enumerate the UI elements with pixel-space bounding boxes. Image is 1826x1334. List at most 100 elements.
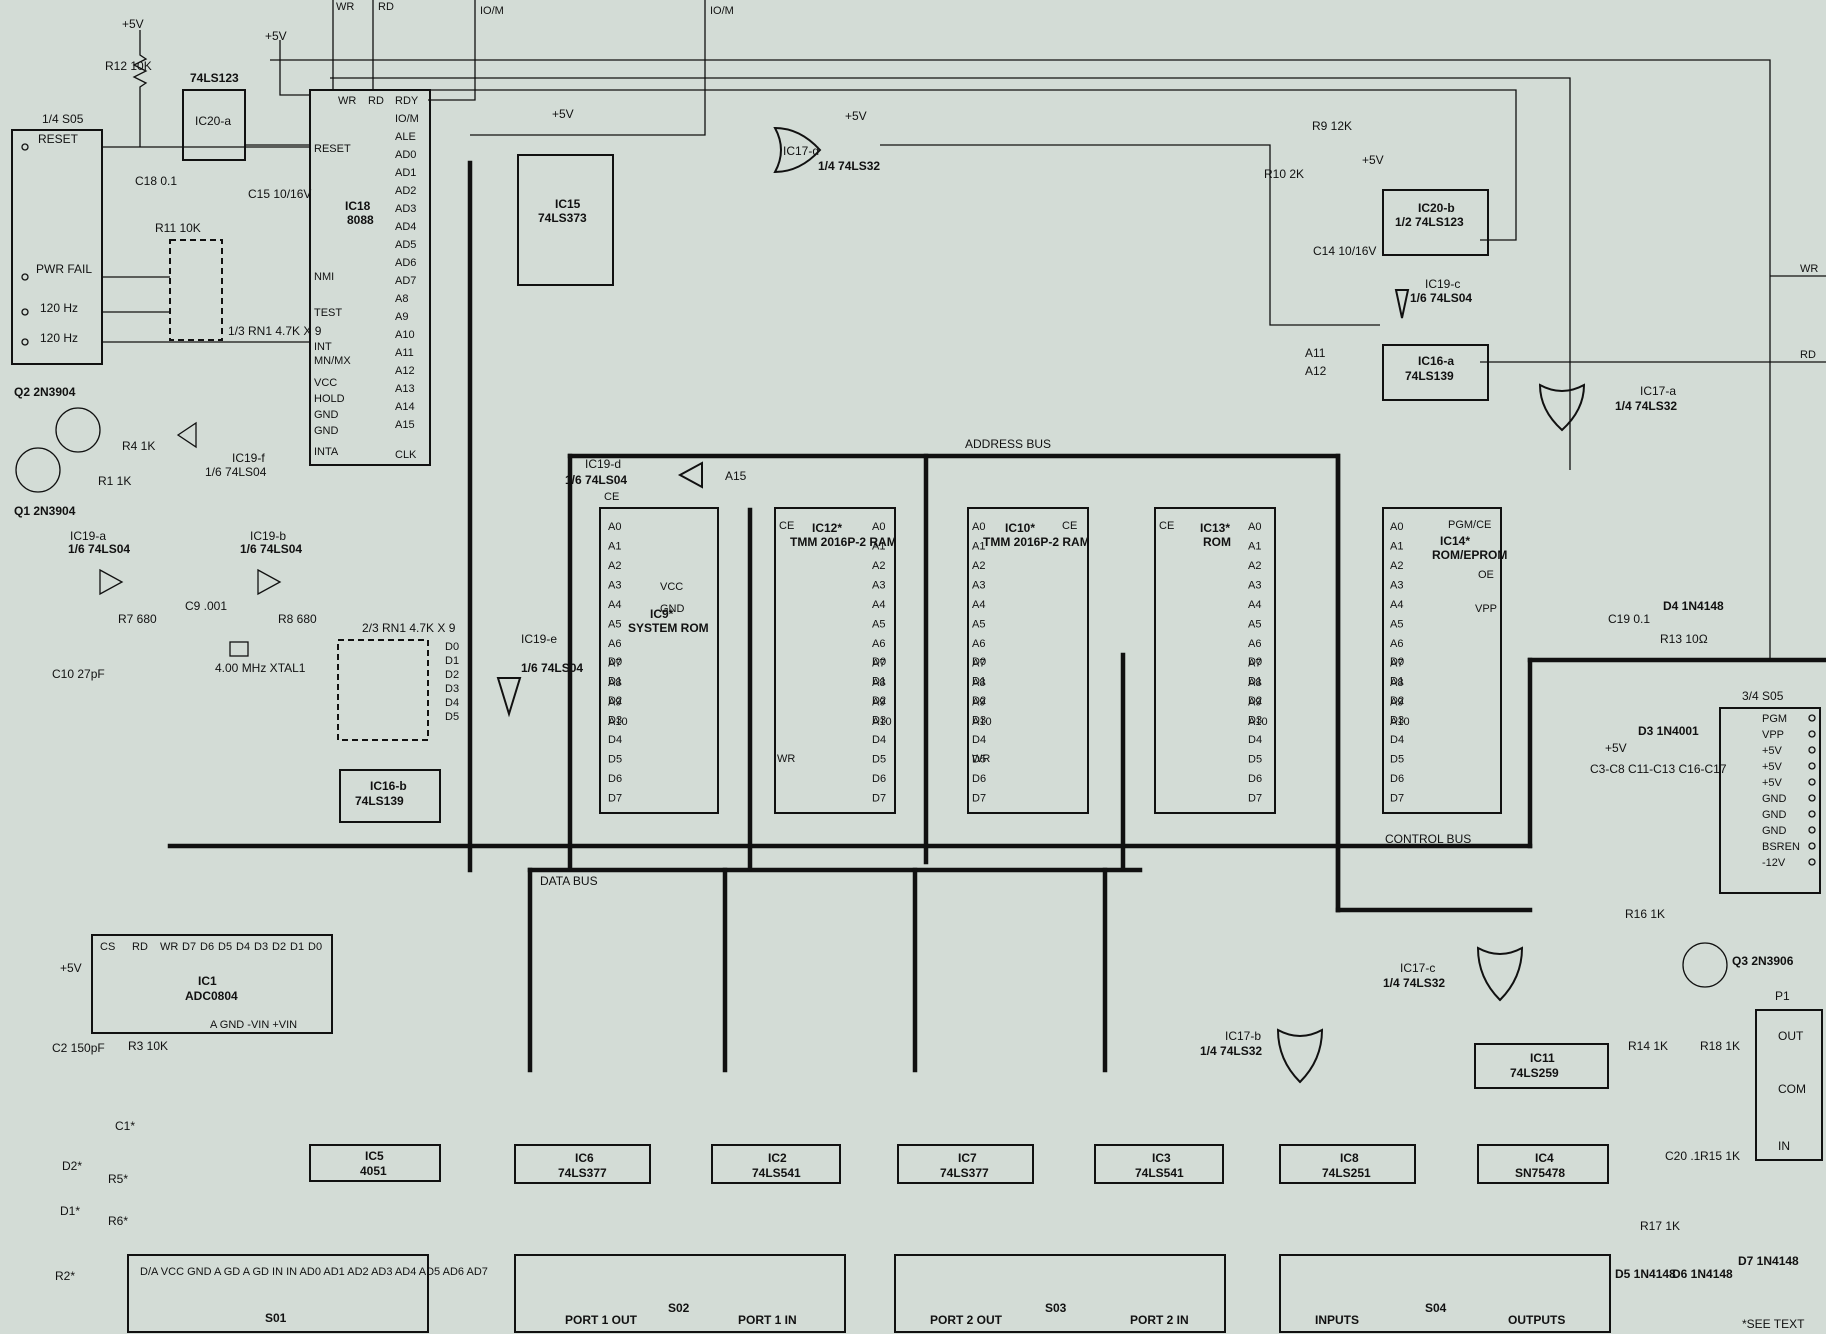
ic14-pin-a2: A2 [1390,560,1403,572]
connector-s01: S01 D/A VCC GND A GD A GD IN IN AD0 AD1 … [127,1254,488,1333]
top-signals: WR RD IO/M IO/M [332,0,734,136]
svg-text:R13 10Ω: R13 10Ω [1660,632,1708,646]
rn1a-label: 1/3 RN1 4.7K X 9 [228,324,322,338]
ic9-system-rom: IC9* SYSTEM ROM VCC GND CE A0A1A2A3A4A5A… [599,491,719,814]
iom-top-label: IO/M [480,5,504,17]
svg-text:R6*: R6* [108,1214,128,1228]
svg-text:COM: COM [1778,1082,1806,1096]
svg-text:IC7: IC7 [958,1151,977,1165]
svg-text:D7: D7 [182,941,196,953]
cpu-pin-a13: A13 [395,383,415,395]
ic16b-decoder: IC16-b 74LS139 [339,769,441,823]
svg-text:WR: WR [777,753,795,765]
svg-text:D2*: D2* [62,1159,82,1173]
ic10-pin-a4: A4 [972,599,985,611]
svg-text:IC2: IC2 [768,1151,787,1165]
svg-text:IC13*: IC13* [1200,521,1230,535]
svg-text:C2 150pF: C2 150pF [52,1041,105,1055]
ic14-pin-d1: D1 [1390,676,1404,688]
s05b-pin-8: BSREN [1762,841,1800,853]
svg-text:1/4 74LS32: 1/4 74LS32 [1615,399,1677,413]
svg-text:74LS259: 74LS259 [1510,1066,1559,1080]
control-bus: CONTROL BUS [1335,657,1826,913]
svg-text:IC19-c: IC19-c [1425,277,1460,291]
svg-text:IC16-a: IC16-a [1418,354,1454,368]
svg-text:D6 1N4148: D6 1N4148 [1672,1267,1733,1281]
svg-text:R8 680: R8 680 [278,612,317,626]
q2-label: Q2 2N3904 [14,385,76,399]
cpu-pin-a11: A11 [395,347,414,359]
svg-text:IC14*: IC14* [1440,534,1470,548]
cpu-pin-ad1: AD1 [395,167,416,179]
ic14-pin-d6: D6 [1390,773,1404,785]
svg-text:PORT 1 OUT: PORT 1 OUT [565,1313,638,1327]
svg-text:IC9*: IC9* [650,607,674,621]
svg-text:1/4 74LS32: 1/4 74LS32 [818,159,880,173]
ic9-pin-a9: A9 [608,697,621,709]
ic9-pin-a4: A4 [608,599,621,611]
svg-text:INT: INT [314,341,332,353]
svg-text:1/6 74LS04: 1/6 74LS04 [521,661,583,675]
ic19f-gate [176,421,197,449]
svg-text:D7 1N4148: D7 1N4148 [1738,1254,1799,1268]
control-bus-label: CONTROL BUS [1385,832,1471,846]
svg-text:74LS139: 74LS139 [1405,369,1454,383]
svg-text:+5V: +5V [60,961,82,975]
svg-text:WR: WR [1800,263,1818,275]
ic10-pin-d7: D7 [972,793,986,805]
svg-text:IC8: IC8 [1340,1151,1359,1165]
svg-text:OUT: OUT [1778,1029,1804,1043]
s05b-terminal-6 [1808,810,1816,818]
data-bus-label: DATA BUS [540,874,598,888]
svg-text:IC19-d: IC19-d [585,457,621,471]
r11-label: R11 10K [155,221,201,235]
ic16a-decoder: IC16-a 74LS139 A11 A12 IC17-a 1/4 74LS32 [1305,344,1677,432]
svg-text:D3: D3 [254,941,268,953]
ic14-pin-a4: A4 [1390,599,1403,611]
cpu-pin-ad4: AD4 [395,221,416,233]
svg-text:1/6 74LS04: 1/6 74LS04 [68,542,130,556]
svg-text:OUTPUTS: OUTPUTS [1508,1313,1565,1327]
s05b-pin-0: PGM [1762,713,1787,725]
ic10-pin-a7: A7 [972,658,985,670]
ic12-pin-d7: D7 [872,793,886,805]
ic13-pin-a10: A10 [1248,716,1268,728]
svg-text:NMI: NMI [314,271,334,283]
svg-text:IC5: IC5 [365,1149,384,1163]
s05b-terminal-0 [1808,714,1816,722]
svg-text:INPUTS: INPUTS [1315,1313,1359,1327]
ic13-pin-a8: A8 [1248,677,1261,689]
ic9-pin-d3: D3 [608,715,622,727]
ic14-part: ROM/EPROM [1432,548,1507,562]
svg-text:VCC: VCC [314,377,337,389]
control-lines: WR RD [270,59,1826,660]
ic12-pin-a1: A1 [872,541,885,553]
s05-connector: 1/4 S05 RESET PWR FAIL 120 Hz 120 Hz [11,112,310,365]
ic9-pin-d4: D4 [608,734,622,746]
ic9-pin-d1: D1 [608,676,622,688]
ic6-port1-out: IC6 74LS377 [514,1144,651,1184]
footnote: *SEE TEXT [1742,1317,1805,1331]
ic19c-gate [1394,289,1410,319]
ic14-pin-a0: A0 [1390,521,1403,533]
svg-text:PGM/CE: PGM/CE [1448,519,1491,531]
svg-text:S02: S02 [668,1301,690,1315]
connector-s02: PORT 1 OUT S02 PORT 1 IN [514,1254,846,1333]
svg-text:CE: CE [1062,520,1077,532]
svg-text:R10 2K: R10 2K [1264,167,1304,181]
s05b-pin-6: GND [1762,809,1787,821]
svg-text:IC6: IC6 [575,1151,594,1165]
ic11-latch: IC11 74LS259 [1474,1043,1609,1089]
svg-text:Q3 2N3906: Q3 2N3906 [1732,954,1794,968]
analog-input-circuit: C2 150pF R3 10K C1* D2* R5* D1* R6* R2* [52,1039,168,1283]
svg-text:SN75478: SN75478 [1515,1166,1565,1180]
svg-text:IC19-e: IC19-e [521,632,557,646]
ic9-part: SYSTEM ROM [628,621,709,635]
svg-text:R18 1K: R18 1K [1700,1039,1740,1053]
s05-pin-pwrfail: PWR FAIL [36,262,92,276]
svg-text:R4 1K: R4 1K [122,439,155,453]
ic12-pin-a10: A10 [872,716,892,728]
svg-text:CE: CE [1159,520,1174,532]
iom-top-label-2: IO/M [710,5,734,17]
